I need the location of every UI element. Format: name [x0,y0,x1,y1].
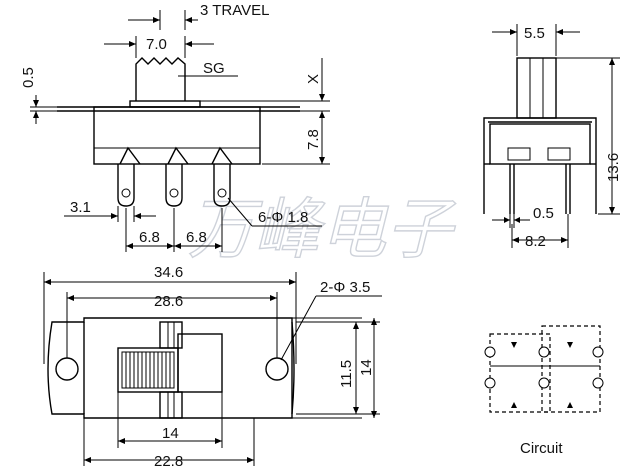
bottom-total-label: 22.8 [154,453,183,469]
side-height-label: 13.6 [605,153,622,182]
pin-offset-label: 3.1 [70,199,91,216]
pin-hole-label: 6-Φ 1.8 [258,209,308,226]
total-length-label: 34.6 [154,264,183,281]
plate-inner-label: 11.5 [338,360,355,388]
body-height-label: 7.8 [305,129,322,150]
circuit-label: Circuit [520,440,563,457]
side-thick-label: 0.5 [533,205,554,222]
plate-height-label: 14 [358,359,375,376]
top-view: 34.6 28.6 2-Φ 3.5 11.5 14 14 [43,264,382,469]
circuit-diagram: Circuit [484,325,604,457]
front-view: 3 TRAVEL 7.0 SG 0.5 X 7.8 [20,2,330,252]
pin-pitch-b-label: 6.8 [186,229,207,246]
pin-pitch-a-label: 6.8 [139,229,160,246]
mount-hole-label: 2-Φ 3.5 [320,279,370,296]
sg-label: SG [203,60,225,77]
side-view: 5.5 13.6 0.5 8.2 [483,24,622,250]
hole-spacing-label: 28.6 [154,293,183,310]
side-width-label: 8.2 [525,233,546,250]
watermark: 万峰电子 [188,192,456,266]
side-knob-label: 5.5 [524,25,545,42]
height-small-label: 0.5 [20,67,37,88]
x-label: X [305,74,322,84]
travel-label: 3 TRAVEL [200,2,269,19]
knob-width-label: 7.0 [146,36,167,53]
bottom-inner-label: 14 [162,425,179,442]
